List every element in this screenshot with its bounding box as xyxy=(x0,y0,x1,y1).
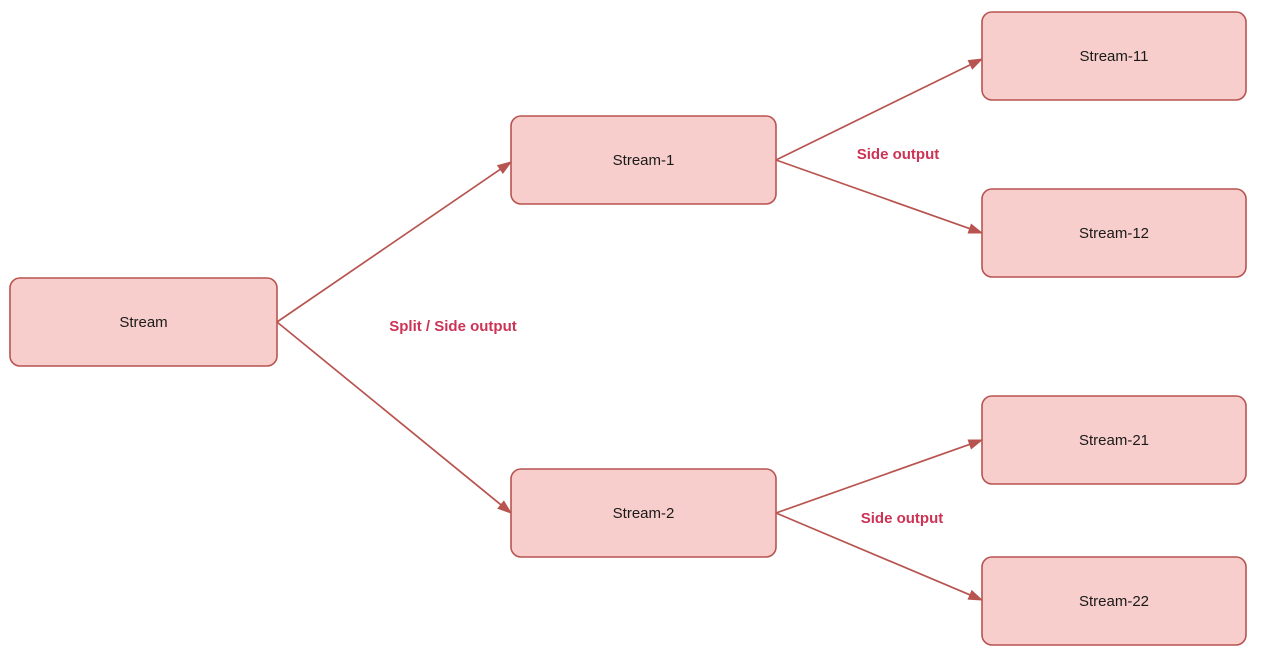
node-label: Stream xyxy=(119,314,167,331)
edge-stream-to-stream2[interactable] xyxy=(276,321,513,514)
edges-layer xyxy=(276,58,984,601)
node-label: Stream-21 xyxy=(1079,432,1149,449)
edge-line xyxy=(775,159,972,231)
node-stream-11[interactable]: Stream-11 xyxy=(981,11,1247,101)
edge-line xyxy=(775,512,973,597)
node-label: Stream-11 xyxy=(1080,48,1149,65)
node-box xyxy=(981,188,1247,278)
edge-stream1-to-stream12[interactable] xyxy=(775,159,984,234)
edge-label-side-output-top: Side output xyxy=(857,146,940,163)
edge-label-side-output-bottom: Side output xyxy=(861,510,944,527)
arrowhead-icon xyxy=(967,439,984,450)
node-label: Stream-12 xyxy=(1079,225,1149,242)
arrowhead-icon xyxy=(496,161,513,175)
node-label: Stream-1 xyxy=(613,152,675,169)
node-stream-22[interactable]: Stream-22 xyxy=(981,556,1247,646)
node-box xyxy=(510,468,777,558)
edge-stream1-to-stream11[interactable] xyxy=(775,58,984,161)
arrowhead-icon xyxy=(497,500,513,514)
node-box xyxy=(981,11,1247,101)
edge-line xyxy=(775,63,973,161)
node-box xyxy=(981,556,1247,646)
node-box xyxy=(9,277,278,367)
edge-line xyxy=(276,321,504,507)
edge-stream2-to-stream21[interactable] xyxy=(775,439,984,514)
node-stream[interactable]: Stream xyxy=(9,277,278,367)
edge-labels-layer: Split / Side output Side output Side out… xyxy=(389,146,943,527)
node-box xyxy=(510,115,777,205)
arrowhead-icon xyxy=(967,223,984,234)
edge-stream-to-stream1[interactable] xyxy=(276,161,513,323)
edge-line xyxy=(276,167,503,323)
edge-label-split-side-output: Split / Side output xyxy=(389,318,517,335)
node-label: Stream-2 xyxy=(613,505,675,522)
nodes-layer: Stream Stream-1 Stream-2 Stream-11 Strea… xyxy=(9,11,1247,646)
node-box xyxy=(981,395,1247,485)
node-stream-21[interactable]: Stream-21 xyxy=(981,395,1247,485)
node-stream-1[interactable]: Stream-1 xyxy=(510,115,777,205)
edge-line xyxy=(775,442,972,514)
edge-stream2-to-stream22[interactable] xyxy=(775,512,984,601)
node-stream-2[interactable]: Stream-2 xyxy=(510,468,777,558)
arrowhead-icon xyxy=(967,58,984,70)
node-stream-12[interactable]: Stream-12 xyxy=(981,188,1247,278)
node-label: Stream-22 xyxy=(1079,593,1149,610)
arrowhead-icon xyxy=(967,589,984,601)
